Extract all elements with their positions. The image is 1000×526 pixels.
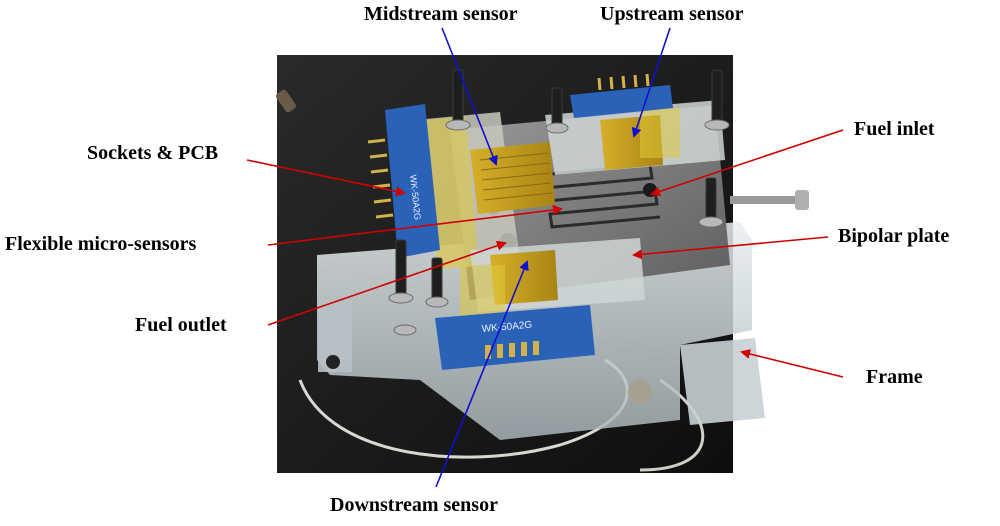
label-flexible-micro-sensors: Flexible micro-sensors	[5, 233, 197, 255]
nuts	[388, 119, 730, 336]
arrow-midstream	[441, 27, 498, 166]
frame-side-bar	[680, 338, 765, 425]
label-fuel-outlet: Fuel outlet	[135, 314, 227, 336]
left-connector	[385, 104, 440, 258]
label-upstream-sensor: Upstream sensor	[600, 3, 744, 25]
kapton-tape-upstream	[640, 108, 680, 158]
inlet-hole	[643, 183, 657, 197]
downstream-sensor-pad	[490, 250, 558, 305]
top-connector-pins	[597, 73, 650, 91]
bottom-screw-head	[628, 380, 652, 404]
top-left-pin	[275, 89, 297, 113]
bottom-connector-text: WK-50A2G	[481, 320, 533, 335]
midstream-sensor-pad	[470, 142, 555, 214]
side-screw-head	[795, 190, 809, 210]
arrow-sockets	[246, 159, 406, 197]
arrow-upstream	[631, 27, 671, 138]
label-midstream-sensor: Midstream sensor	[364, 3, 518, 25]
label-bipolar-plate: Bipolar plate	[838, 225, 950, 247]
label-downstream-sensor: Downstream sensor	[330, 494, 498, 516]
top-connector	[570, 85, 673, 118]
midstream-traces	[479, 152, 553, 201]
arrow-frame	[740, 349, 844, 378]
arrow-flexible	[267, 205, 563, 246]
label-sockets-pcb: Sockets & PCB	[87, 142, 219, 164]
arrow-bipolar	[632, 236, 829, 260]
serpentine-channel	[539, 163, 661, 229]
label-fuel-inlet: Fuel inlet	[854, 118, 935, 140]
arrow-fuel-outlet	[267, 240, 507, 326]
label-frame: Frame	[866, 366, 923, 388]
left-connector-pins	[367, 138, 394, 219]
bottom-connector-pins	[485, 341, 539, 359]
kapton-tape-downstream	[460, 265, 505, 320]
arrow-fuel-inlet	[650, 129, 844, 197]
arrow-downstream	[435, 260, 529, 488]
bottom-connector	[435, 305, 595, 370]
frame-left-hole	[326, 355, 340, 369]
side-screw	[730, 196, 800, 204]
left-connector-text: WK-50A2G	[408, 174, 423, 220]
